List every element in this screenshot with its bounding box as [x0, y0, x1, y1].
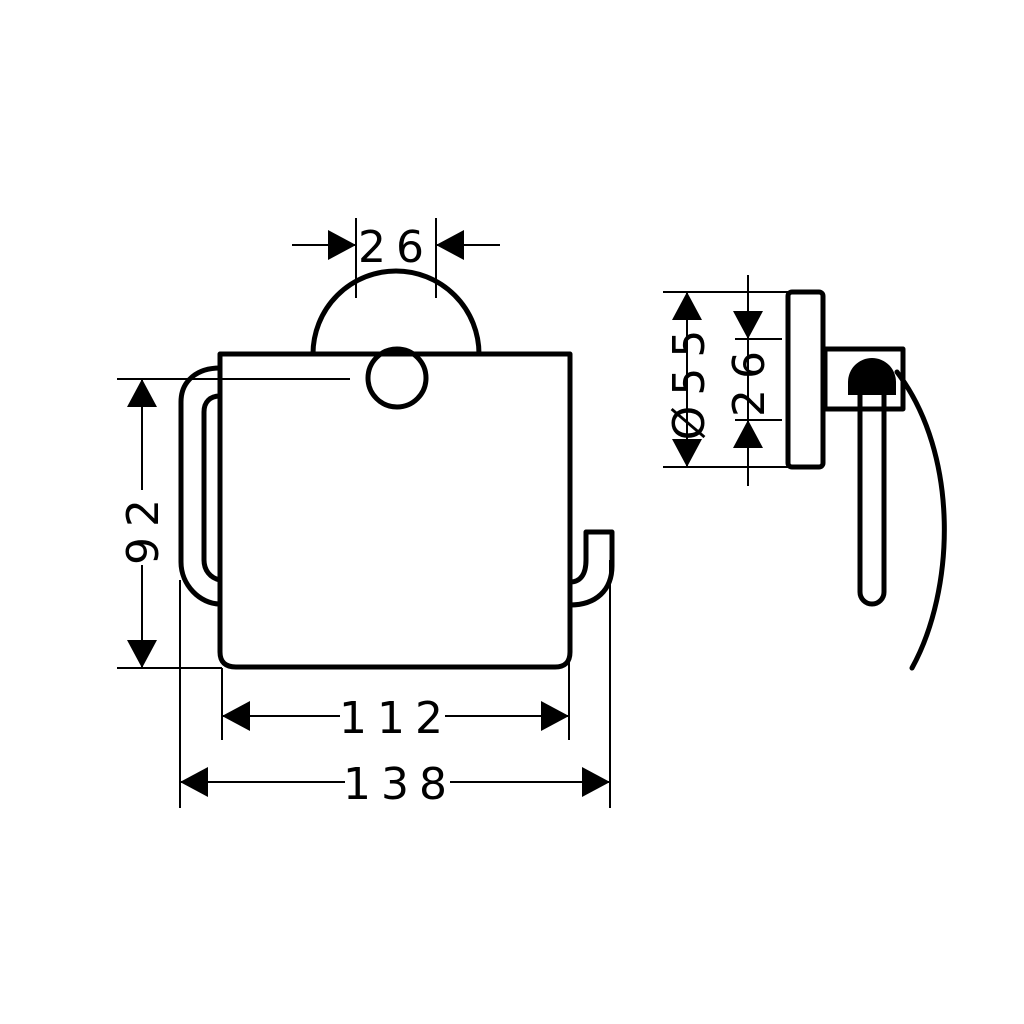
side-rosette	[785, 289, 826, 470]
side-cover-curve	[894, 369, 947, 671]
dim-rosette-diameter: Ø55	[663, 291, 788, 468]
side-view	[785, 289, 947, 671]
side-arm	[857, 367, 887, 607]
front-axle-knob	[365, 346, 429, 410]
dim-label-height: 92	[118, 489, 169, 565]
front-left-arm	[178, 365, 223, 607]
front-rosette	[310, 268, 482, 357]
front-cover-plate	[217, 351, 573, 670]
dim-label-cover-width: 112	[339, 693, 453, 744]
dim-rosette-width: 26	[292, 218, 500, 298]
dim-label-total-width: 138	[343, 759, 457, 810]
dim-side-rosette-width: 26	[724, 275, 782, 486]
front-left-arm-inner	[201, 393, 223, 583]
dim-height: 92	[117, 378, 350, 669]
dim-label-side-rosette-width: 26	[724, 341, 775, 417]
dim-cover-width: 112	[221, 612, 570, 744]
side-axle-dark	[848, 358, 896, 395]
dim-label-rosette-diameter: Ø55	[664, 320, 715, 441]
front-view	[178, 268, 615, 670]
dim-label-rosette-width: 26	[358, 222, 434, 273]
front-right-hook	[567, 529, 615, 608]
dim-total-width: 138	[179, 560, 611, 810]
